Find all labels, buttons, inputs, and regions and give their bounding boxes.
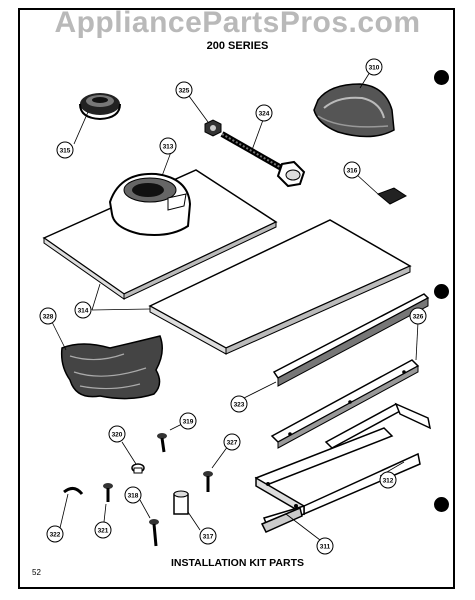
part-326-bracket (270, 321, 420, 449)
part-316-pad (377, 187, 407, 205)
page-frame (18, 8, 455, 589)
callout-318: 318 (124, 486, 142, 504)
binder-hole-top (434, 70, 449, 85)
svg-text:313: 313 (163, 144, 174, 151)
svg-text:316: 316 (347, 168, 358, 175)
svg-text:317: 317 (203, 534, 214, 541)
part-323-rail (239, 293, 430, 401)
callout-326: 326 (409, 307, 427, 325)
part-318-screw (139, 499, 159, 547)
callout-322: 322 (46, 525, 64, 543)
svg-text:323: 323 (234, 402, 245, 409)
part-322-clip (59, 487, 84, 529)
svg-text:327: 327 (227, 440, 238, 447)
part-320-plug (121, 441, 145, 474)
part-319-screw (157, 423, 183, 453)
svg-text:310: 310 (369, 65, 380, 72)
part-325-nut (204, 119, 222, 137)
callout-317: 317 (199, 527, 217, 545)
callout-310: 310 (365, 58, 383, 76)
svg-text:319: 319 (183, 419, 194, 426)
svg-text:314: 314 (78, 308, 89, 315)
binder-hole-middle (434, 284, 449, 299)
svg-text:321: 321 (98, 528, 109, 535)
callout-324: 324 (255, 104, 273, 122)
watermark-text: AppliancePartsPros.com (54, 6, 421, 39)
part-324-bolt (220, 131, 306, 188)
callout-328: 328 (39, 307, 57, 325)
callout-315: 315 (56, 141, 74, 159)
svg-text:325: 325 (179, 88, 190, 95)
page-number: 52 (32, 568, 41, 577)
svg-text:324: 324 (259, 111, 270, 118)
binder-hole-bottom (434, 497, 449, 512)
svg-text:322: 322 (50, 532, 61, 539)
callout-314: 314 (74, 301, 92, 319)
part-312-support (254, 402, 432, 529)
callout-312: 312 (379, 471, 397, 489)
callout-320: 320 (108, 425, 126, 443)
part-321-screw (103, 483, 113, 523)
part-328-insulation (51, 321, 163, 400)
series-title: 200 SERIES (206, 40, 269, 52)
part-313-seal (42, 169, 278, 300)
svg-text:311: 311 (320, 544, 331, 551)
callout-327: 327 (223, 433, 241, 451)
callout-316: 316 (343, 161, 361, 179)
part-327-screw (203, 445, 229, 492)
callout-313: 313 (159, 137, 177, 155)
callout-311: 311 (316, 537, 334, 555)
diagram-caption: INSTALLATION KIT PARTS (171, 557, 304, 569)
svg-text:318: 318 (128, 493, 139, 500)
svg-text:326: 326 (413, 314, 424, 321)
svg-text:328: 328 (43, 314, 54, 321)
callout-325: 325 (175, 81, 193, 99)
callout-321: 321 (94, 521, 112, 539)
svg-text:315: 315 (60, 148, 71, 155)
svg-text:320: 320 (112, 432, 123, 439)
part-310-foam-strip (313, 83, 395, 138)
callout-319: 319 (179, 412, 197, 430)
part-314-panel (91, 219, 412, 355)
part-315-grommet (79, 93, 121, 121)
callout-323: 323 (230, 395, 248, 413)
part-317-spacer (173, 490, 201, 531)
svg-text:312: 312 (383, 478, 394, 485)
part-311-support-leg (260, 506, 321, 541)
